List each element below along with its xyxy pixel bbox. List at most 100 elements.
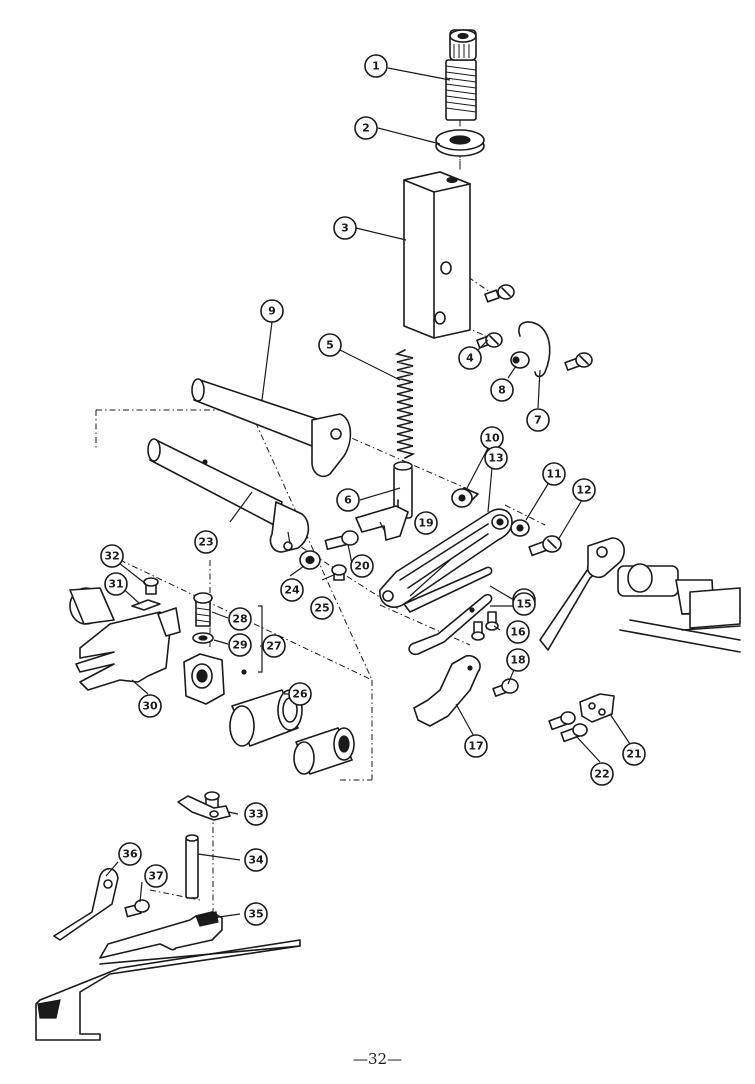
callout-9: 9 xyxy=(260,299,284,323)
callout-35: 35 xyxy=(244,902,268,926)
callout-19: 19 xyxy=(414,511,438,535)
svg-text:12: 12 xyxy=(576,484,591,497)
part-8-collar xyxy=(510,351,530,369)
part-23-presser-shaft xyxy=(147,438,310,553)
svg-text:37: 37 xyxy=(148,870,163,883)
callout-10: 10 xyxy=(480,426,504,450)
part-16-screws xyxy=(471,611,499,641)
callout-34: 34 xyxy=(244,848,268,872)
callout-31: 31 xyxy=(104,572,128,596)
svg-text:1: 1 xyxy=(372,60,380,73)
callout-25: 25 xyxy=(310,596,334,620)
svg-text:5: 5 xyxy=(326,339,334,352)
part-31-32-screw-clip xyxy=(131,577,161,611)
part-11-washer xyxy=(510,519,530,537)
svg-text:6: 6 xyxy=(344,494,352,507)
leader-lines xyxy=(105,67,631,919)
svg-text:28: 28 xyxy=(232,613,247,626)
callout-21: 21 xyxy=(622,742,646,766)
callout-36: 36 xyxy=(118,842,142,866)
collar-under-sleeve xyxy=(293,727,355,775)
svg-text:30: 30 xyxy=(142,700,158,713)
callout-17: 17 xyxy=(464,734,488,758)
screw-near-guide-upper xyxy=(484,284,515,303)
svg-text:31: 31 xyxy=(108,578,123,591)
part-33-bracket xyxy=(177,791,231,821)
svg-text:35: 35 xyxy=(248,908,263,921)
svg-text:15: 15 xyxy=(516,598,531,611)
svg-text:36: 36 xyxy=(122,848,138,861)
part-19-stopper-block xyxy=(355,505,409,541)
callout-27: 27 xyxy=(262,634,286,658)
callout-2: 2 xyxy=(354,116,378,140)
callout-15-visible: 15 xyxy=(512,592,536,616)
callout-28: 28 xyxy=(228,607,252,631)
page-number: —32— xyxy=(352,1050,403,1068)
part-22-screws xyxy=(548,711,588,743)
part-15-lever-plate xyxy=(408,593,493,656)
part-5-compression-spring xyxy=(394,349,416,459)
svg-text:34: 34 xyxy=(248,854,264,867)
part-13-link-arm xyxy=(379,508,513,608)
part-34-rod xyxy=(185,834,199,899)
callout-18: 18 xyxy=(506,648,530,672)
callout-24: 24 xyxy=(280,578,304,602)
part-12-shoulder-screw xyxy=(528,535,562,557)
right-lever-and-shaft-assembly xyxy=(539,537,741,653)
part-36-blade xyxy=(53,867,119,941)
part-1-adjusting-screw xyxy=(445,29,477,121)
part-7-spring-wire xyxy=(518,321,593,378)
part-26-sleeve xyxy=(229,689,303,747)
part-25-screw xyxy=(331,564,347,581)
callout-26: 26 xyxy=(288,682,312,706)
part-35-plate xyxy=(35,911,301,1041)
callout-33: 33 xyxy=(244,802,268,826)
svg-text:4: 4 xyxy=(466,352,474,365)
part-28-29-screw-washer xyxy=(192,592,214,644)
callout-3: 3 xyxy=(333,216,357,240)
assembly-center-lines xyxy=(95,80,546,940)
svg-text:26: 26 xyxy=(292,688,308,701)
callout-29: 29 xyxy=(228,633,252,657)
callout-1: 1 xyxy=(364,54,388,78)
part-24-collar xyxy=(299,550,321,570)
callout-16: 16 xyxy=(506,620,530,644)
callout-22: 22 xyxy=(590,762,614,786)
svg-text:25: 25 xyxy=(314,602,329,615)
svg-text:29: 29 xyxy=(232,639,247,652)
svg-text:22: 22 xyxy=(594,768,609,781)
svg-text:32: 32 xyxy=(104,550,119,563)
svg-text:10: 10 xyxy=(484,432,500,445)
svg-text:11: 11 xyxy=(546,468,561,481)
part-9-lifting-shaft xyxy=(191,378,352,478)
callout-13: 13 xyxy=(484,446,508,470)
svg-text:27: 27 xyxy=(266,640,281,653)
svg-text:24: 24 xyxy=(284,584,300,597)
svg-text:21: 21 xyxy=(626,748,641,761)
svg-text:9: 9 xyxy=(268,305,276,318)
svg-text:3: 3 xyxy=(341,222,349,235)
part-17-presser-lifter xyxy=(413,654,481,727)
svg-text:18: 18 xyxy=(510,654,525,667)
svg-text:7: 7 xyxy=(534,414,542,427)
svg-text:20: 20 xyxy=(354,560,370,573)
part-30-fork-bracket xyxy=(69,587,181,691)
part-2-lock-nut xyxy=(435,129,485,157)
svg-text:13: 13 xyxy=(488,452,503,465)
part-21-bracket xyxy=(579,693,615,723)
part-27-clamp-block xyxy=(183,653,247,705)
callout-32: 32 xyxy=(100,544,124,568)
part-4-screw xyxy=(476,332,503,349)
svg-text:16: 16 xyxy=(510,626,526,639)
callout-30: 30 xyxy=(138,694,162,718)
part-3-presser-bar-guide xyxy=(403,171,471,339)
svg-text:33: 33 xyxy=(248,808,263,821)
callout-5: 5 xyxy=(318,333,342,357)
callout-37: 37 xyxy=(144,864,168,888)
part-18-screw xyxy=(492,678,519,697)
callout-6: 6 xyxy=(336,488,360,512)
svg-text:8: 8 xyxy=(498,384,506,397)
callout-4: 4 xyxy=(458,346,482,370)
callout-7: 7 xyxy=(526,408,550,432)
